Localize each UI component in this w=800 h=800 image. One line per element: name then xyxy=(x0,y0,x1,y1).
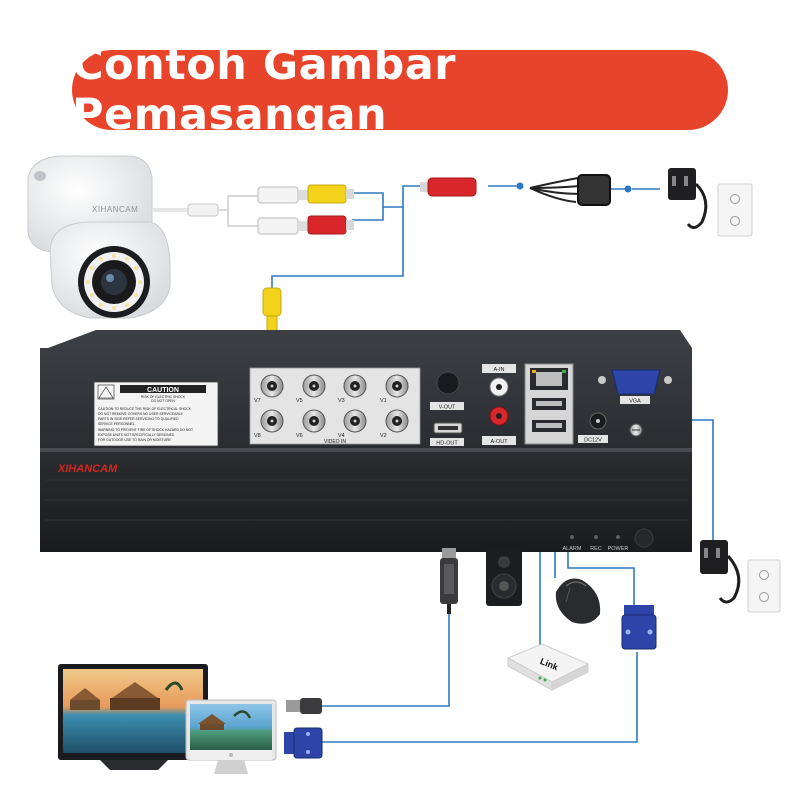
caution-sub-1: RISK OF ELECTRIC SHOCK xyxy=(141,395,186,399)
dc-power-port: DC12V xyxy=(578,412,608,444)
front-leds: ALARM REC POWER xyxy=(563,528,654,552)
bnc-jack xyxy=(302,374,326,398)
hd-out-label: HD-OUT xyxy=(436,441,458,447)
vga-port: VGA xyxy=(598,369,672,405)
rca-red-power xyxy=(420,177,477,197)
vga-connector-end xyxy=(284,727,323,759)
a-in-port: A-IN xyxy=(482,364,516,397)
router: Link xyxy=(506,643,590,691)
caution-body-5: WARNING:TO PREVENT FIRE OF SHOCK HAZARD,… xyxy=(98,428,193,432)
caution-body-6: EXPOSE UNITS NOT SPECIFICALLY DESIGNED xyxy=(98,433,175,437)
bnc-label-v4: V4 xyxy=(338,433,345,439)
dvr-front-ridges xyxy=(44,479,688,521)
bnc-label-v6: V6 xyxy=(296,433,303,439)
bnc-jack xyxy=(260,374,284,398)
led-alarm-label: ALARM xyxy=(563,546,582,552)
v-out-label: V-OUT xyxy=(439,405,456,411)
bnc-label-v3: V3 xyxy=(338,398,345,404)
camera-brand-label: XIHANCAM xyxy=(92,205,138,214)
bnc-jack xyxy=(385,409,409,433)
dvr-recorder: XIHANCAM CAUTION RISK OF ELECTRIC SHOCK … xyxy=(40,330,692,552)
bnc-jack xyxy=(260,409,284,433)
hd-out-port: HD-OUT xyxy=(430,422,464,447)
speaker xyxy=(486,548,522,606)
rca-white-top xyxy=(257,186,308,204)
vga-connector-plug xyxy=(621,605,657,650)
bnc-label-v8: V8 xyxy=(254,433,261,439)
tv-monitor xyxy=(58,664,208,770)
dvr-brand-label: XIHANCAM xyxy=(57,463,118,475)
caution-body-4: SERVICE PERSONNEL. xyxy=(98,422,136,426)
bnc-label-v7: V7 xyxy=(254,398,261,404)
bnc-jack xyxy=(385,374,409,398)
dome-camera: XIHANCAM xyxy=(27,155,171,319)
usb-port-top xyxy=(532,398,566,410)
ir-leds xyxy=(86,254,142,310)
desktop-monitor xyxy=(185,699,277,774)
caution-body-1: CAUTION:TO REDUCE THE RISK OF ELECTRICAL… xyxy=(98,407,192,411)
power-adapter-right xyxy=(700,540,741,604)
bnc-jack xyxy=(302,409,326,433)
led-rec-label: REC xyxy=(590,546,602,552)
bnc-panel: V7 V5 V3 V1 V8 V6 V4 V2 VIDEO IN xyxy=(249,367,421,445)
hdmi-connector xyxy=(440,548,458,614)
bnc-label-v5: V5 xyxy=(296,398,303,404)
caution-body-7: FOR OUTDOOR USE TO RAIN OR MOISTURE xyxy=(98,438,172,442)
caution-label: CAUTION RISK OF ELECTRIC SHOCK DO NOT OP… xyxy=(93,381,219,447)
rca-white-bottom xyxy=(257,217,308,235)
bnc-label-v2: V2 xyxy=(380,433,387,439)
wall-socket-right xyxy=(747,559,781,613)
mouse xyxy=(555,578,601,624)
caution-heading: CAUTION xyxy=(147,387,179,394)
a-in-label: A-IN xyxy=(494,367,505,373)
video-in-label: VIDEO IN xyxy=(324,439,346,445)
usb-port-bottom xyxy=(532,420,566,432)
rca-red-bottom xyxy=(307,215,354,235)
page-title: Contoh Gambar Pemasangan xyxy=(72,40,457,140)
wall-socket-top xyxy=(717,183,753,237)
rca-yellow-top xyxy=(307,184,354,204)
v-out-port: V-OUT xyxy=(430,371,464,411)
caution-body-3: PARTS IN SIDE.REFER SERVICING TO QUALIFI… xyxy=(98,417,179,421)
vga-label: VGA xyxy=(629,399,641,405)
hdmi-connector-end xyxy=(286,698,322,714)
bnc-label-v1: V1 xyxy=(380,398,387,404)
camera-pigtail xyxy=(152,195,258,227)
bnc-jack xyxy=(343,374,367,398)
title-banner: Contoh Gambar Pemasangan xyxy=(72,40,728,140)
power-splitter xyxy=(529,174,611,206)
caution-body-2: DO NOT REMOVE COVERS.NO USER SERVICEABLE xyxy=(98,412,184,416)
led-power-label: POWER xyxy=(608,546,629,552)
ground-screw xyxy=(629,423,643,437)
dc-label: DC12V xyxy=(584,438,602,444)
bnc-jack xyxy=(343,409,367,433)
power-adapter-top xyxy=(668,168,708,229)
a-out-label: A-OUT xyxy=(490,439,508,445)
a-out-port: A-OUT xyxy=(482,406,516,445)
caution-sub-2: DO NOT OPEN xyxy=(151,399,175,403)
